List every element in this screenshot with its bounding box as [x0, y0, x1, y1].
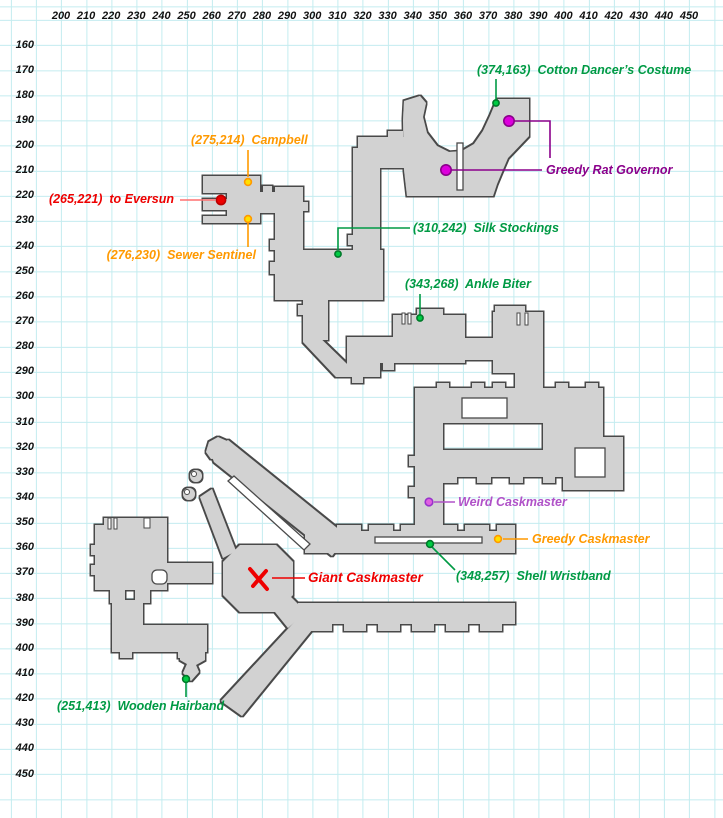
x-axis-tick: 450 [679, 10, 699, 22]
y-axis-tick: 290 [15, 365, 34, 378]
to-eversun-dot [215, 194, 227, 206]
sewer-sentinel-dot [243, 214, 253, 224]
giant-caskmaster-x-icon [248, 567, 269, 591]
y-axis-tick: 440 [15, 742, 34, 755]
y-axis-tick: 160 [15, 38, 34, 51]
marker-label-wooden-hairband: (251,413) Wooden Hairband [57, 699, 225, 713]
x-axis-tick: 280 [252, 10, 272, 22]
silk-stockings-leader-line [337, 227, 410, 250]
x-axis-tick: 220 [102, 10, 121, 22]
x-axis-tick: 200 [51, 10, 71, 22]
y-axis-tick: 390 [15, 616, 34, 629]
y-axis-tick: 360 [15, 541, 34, 554]
shell-wristband-leader-line [431, 546, 456, 571]
eversun-room [227, 176, 260, 223]
y-axis-tick: 250 [15, 264, 34, 277]
x-axis-tick: 420 [604, 10, 623, 22]
y-axis-tick: 450 [15, 767, 34, 780]
y-axis-tick: 260 [15, 289, 34, 302]
junction-room [275, 250, 383, 300]
y-axis-tick: 180 [15, 88, 34, 101]
y-axis-tick: 220 [15, 189, 34, 202]
map-holes [107, 142, 606, 585]
x-axis-tick: 370 [478, 10, 498, 22]
map-floor-shapes [91, 96, 623, 716]
shell-wristband-dot [425, 539, 435, 549]
x-axis-tick: 440 [654, 10, 674, 22]
greedy-rat-governor-leader-line [515, 120, 551, 158]
greedy-rat-governor-dot [502, 115, 515, 128]
x-axis-tick: 320 [353, 10, 372, 22]
x-axis-tick: 250 [177, 10, 196, 22]
marker-label-sewer-sentinel: (276,230) Sewer Sentinel [106, 248, 256, 262]
bottom-arm [298, 603, 515, 624]
y-axis-tick: 410 [15, 666, 34, 679]
y-axis-tick: 190 [15, 113, 34, 126]
x-axis-tick: 260 [202, 10, 221, 22]
x-axis-tick: 350 [428, 10, 447, 22]
weird-caskmaster-dot [424, 497, 434, 507]
x-axis-tick: 330 [378, 10, 397, 22]
southwest-diagonal [221, 603, 334, 716]
marker-label-cotton-dancers-costume: (374,163) Cotton Dancer’s Costume [477, 63, 692, 77]
x-axis-tick: 310 [328, 10, 347, 22]
y-axis-tick: 170 [15, 63, 34, 76]
annex-window [574, 447, 606, 478]
x-axis-tick: 380 [503, 10, 523, 22]
wooden-hairband-dot [181, 674, 191, 684]
y-axis-tick: 330 [15, 465, 34, 478]
map-markers [180, 79, 551, 697]
marker-label-ankle-biter: (343,268) Ankle Biter [405, 277, 531, 291]
greedy-caskmaster-dot [493, 534, 503, 544]
x-axis-tick: 230 [127, 10, 146, 22]
marker-label-greedy-caskmaster: Greedy Caskmaster [532, 532, 650, 546]
x-axis-tick: 430 [629, 10, 648, 22]
marker-label-weird-caskmaster: Weird Caskmaster [458, 495, 567, 509]
x-axis-tick: 240 [152, 10, 171, 22]
y-axis-tick: 280 [15, 340, 34, 353]
campbell-dot [243, 177, 253, 187]
x-axis-tick: 360 [453, 10, 473, 22]
ring-window [461, 397, 508, 419]
y-axis-tick: 350 [15, 516, 34, 529]
marker-label-silk-stockings: (310,242) Silk Stockings [413, 221, 559, 235]
x-axis-tick: 210 [76, 10, 96, 22]
y-axis-tick: 320 [15, 440, 34, 453]
marker-label-greedy-rat-governor: Greedy Rat Governor [546, 163, 673, 177]
ring-bottom-bar [415, 450, 567, 477]
y-axis-tick: 420 [15, 692, 34, 705]
marker-label-to-eversun: (265,221) to Eversun [48, 192, 174, 206]
northeast-room [403, 96, 529, 196]
y-axis-tick: 270 [15, 315, 34, 328]
y-axis-tick: 340 [15, 490, 34, 503]
marker-label-shell-wristband: (348,257) Shell Wristband [456, 569, 611, 583]
y-axis-tick: 430 [15, 717, 34, 730]
y-axis-tick: 300 [15, 390, 34, 403]
y-axis-tick: 310 [15, 415, 34, 428]
y-axis-tick: 380 [15, 591, 34, 604]
marker-label-campbell: (275,214) Campbell [191, 133, 308, 147]
y-axis-tick: 230 [15, 214, 34, 227]
y-axis-tick: 240 [15, 239, 34, 252]
y-axis-tick: 400 [15, 641, 34, 654]
cotton-dancers-costume-dot [492, 99, 500, 107]
x-axis-tick: 300 [303, 10, 322, 22]
x-axis-tick: 400 [554, 10, 573, 22]
x-axis-tick: 290 [277, 10, 297, 22]
y-axis-tick: 210 [15, 164, 34, 177]
y-axis-tick: 370 [15, 566, 34, 579]
x-axis-tick: 390 [529, 10, 548, 22]
silk-stockings-dot [334, 250, 342, 258]
x-axis-tick: 410 [579, 10, 598, 22]
x-axis-tick: 340 [403, 10, 422, 22]
ankle-biter-dot [416, 314, 424, 322]
greedy-rat-governor-dot [439, 164, 452, 177]
y-axis-tick: 200 [15, 139, 34, 152]
marker-label-giant-caskmaster: Giant Caskmaster [308, 570, 423, 585]
x-axis-tick: 270 [227, 10, 247, 22]
